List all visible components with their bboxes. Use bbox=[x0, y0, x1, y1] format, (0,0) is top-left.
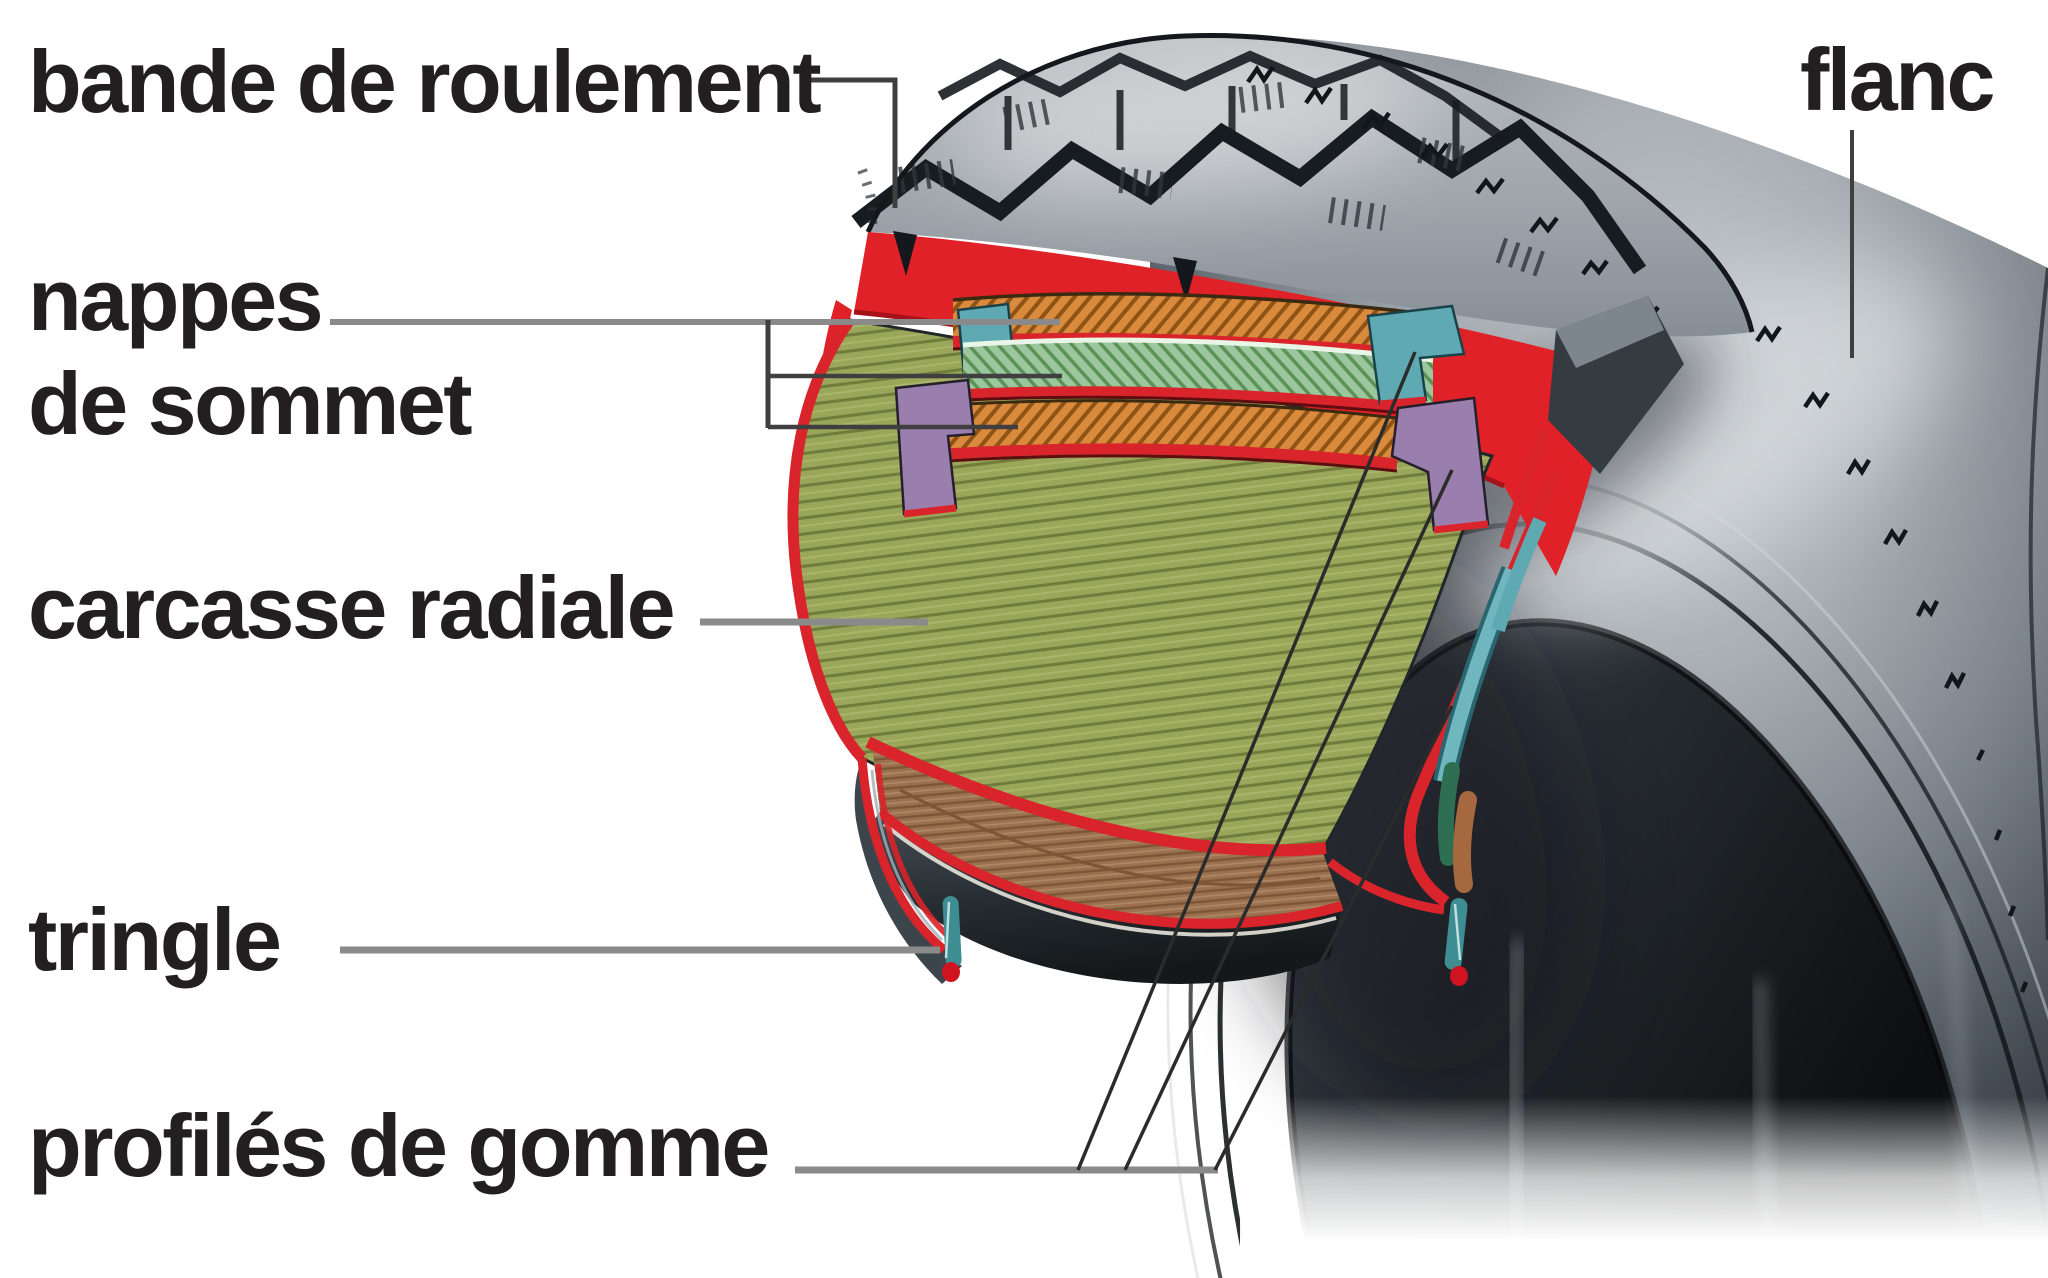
label-carcasse-radiale: carcasse radiale bbox=[28, 558, 676, 657]
leader-lines-gray bbox=[330, 319, 1218, 1174]
left-lobe-outer-red bbox=[857, 757, 947, 954]
leader-bande bbox=[800, 77, 898, 208]
label-tringle: tringle bbox=[28, 890, 282, 989]
bead-profile-teal-strip2 bbox=[1491, 517, 1547, 633]
label-nappes-line1: nappes bbox=[28, 250, 324, 349]
tread-notch bbox=[1173, 257, 1197, 302]
bead-profile-green bbox=[1437, 762, 1460, 866]
tread-cut-face-top bbox=[1556, 296, 1664, 368]
profile-teal-right-group bbox=[1366, 304, 1466, 408]
label-flanc: flanc bbox=[1800, 30, 1995, 129]
right-cut-edge bbox=[1403, 428, 1562, 907]
bead-tip bbox=[942, 962, 960, 982]
profile-purple-right-group bbox=[1390, 396, 1490, 534]
tread-notch bbox=[893, 231, 917, 276]
inner-sidewall-opening bbox=[874, 812, 1342, 984]
tread-outline bbox=[865, 32, 1755, 333]
tread-sipes bbox=[898, 81, 1551, 279]
label-nappes-de-sommet: nappes de sommet bbox=[28, 248, 473, 456]
crown-ply-orange-2 bbox=[946, 399, 1398, 473]
label-profiles-de-gomme: profilés de gomme bbox=[28, 1096, 770, 1195]
pointer-teal-upper bbox=[1076, 351, 1417, 1171]
bead-wire-right bbox=[1444, 898, 1468, 986]
carcass-left-cut-edge bbox=[787, 316, 867, 762]
label-nappes-line2: de sommet bbox=[28, 353, 473, 453]
liner-bottom-red-edge bbox=[876, 808, 1344, 929]
profile-purple-left-group bbox=[894, 378, 976, 518]
left-lobe-inner-red bbox=[875, 763, 951, 939]
bead-tip bbox=[1450, 966, 1468, 986]
bead-wire-left bbox=[942, 896, 962, 982]
right-red-streak bbox=[1499, 428, 1550, 550]
right-lobe-red bbox=[1327, 858, 1445, 915]
bead-profile-teal-strip bbox=[1437, 567, 1519, 784]
ply-band bbox=[963, 340, 1433, 408]
bead-profile-brown bbox=[1452, 791, 1477, 893]
liner-highlight bbox=[882, 822, 1337, 937]
label-bande-de-roulement: bande de roulement bbox=[28, 32, 822, 131]
liner-detail-line bbox=[899, 788, 1321, 887]
sidewall-outer-edge bbox=[2028, 267, 2048, 941]
bead-rod bbox=[1444, 898, 1468, 970]
left-lobe-highlight bbox=[870, 769, 944, 942]
bottom-fade bbox=[1240, 1096, 2048, 1278]
bead-rod-highlight bbox=[1453, 903, 1462, 961]
profile-pointer-lines bbox=[1076, 351, 1454, 1171]
leader-lines-dark bbox=[765, 77, 1854, 430]
crown-plies bbox=[894, 291, 1490, 534]
crown-ply-green bbox=[962, 337, 1434, 418]
pointer-teal-bead bbox=[1213, 705, 1454, 1171]
liner-top-red-edge bbox=[865, 736, 1327, 857]
ply-band bbox=[953, 293, 1410, 352]
bead-area bbox=[854, 736, 1468, 986]
bead-rod-highlight bbox=[944, 901, 951, 959]
inner-liner-brown bbox=[872, 746, 1342, 924]
pointer-purple bbox=[1123, 469, 1454, 1171]
